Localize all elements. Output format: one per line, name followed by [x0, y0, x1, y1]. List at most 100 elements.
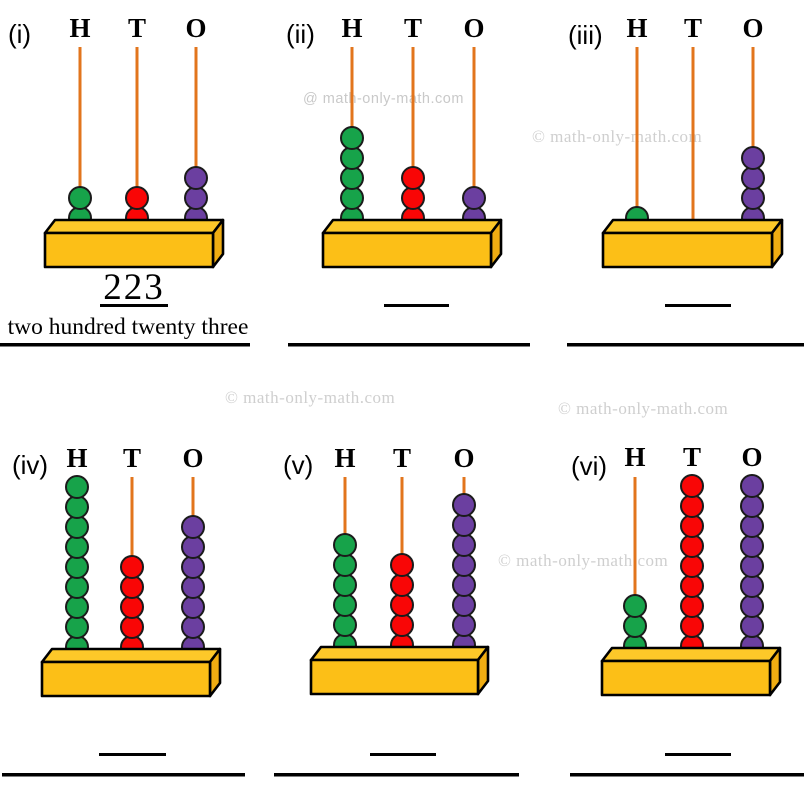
tens-bead — [125, 186, 149, 210]
abacus-i-frame — [43, 47, 225, 269]
hundreds-bead — [65, 495, 89, 519]
base-front-face — [600, 659, 772, 697]
watermark: © math-only-math.com — [558, 399, 728, 418]
hundreds-bead — [65, 555, 89, 579]
hundreds-bead — [340, 146, 364, 170]
ones-bead — [452, 493, 476, 517]
tens-column-label: T — [683, 442, 701, 472]
ones-bead — [452, 533, 476, 557]
answer-number: 223 — [103, 267, 165, 308]
tens-bead — [680, 474, 704, 498]
ones-column-label: O — [182, 443, 203, 473]
answer-number-line — [100, 304, 168, 307]
base-front-face — [309, 658, 480, 696]
ones-bead — [184, 166, 208, 190]
ones-column-label: O — [185, 13, 206, 43]
tens-bead — [120, 595, 144, 619]
tens-bead — [390, 573, 414, 597]
base-top-face — [600, 646, 782, 663]
tens-bead — [401, 186, 425, 210]
abacus-vi: (vi) H T O — [570, 442, 804, 777]
hundreds-bead — [623, 594, 647, 618]
base-top-face — [40, 647, 222, 664]
watermark: @ math-only-math.com — [303, 91, 464, 107]
abacus-v-frame — [309, 477, 490, 696]
ones-bead — [741, 146, 765, 170]
ones-bead — [740, 474, 764, 498]
ones-bead — [184, 186, 208, 210]
hundreds-bead — [623, 614, 647, 638]
hundreds-bead — [340, 126, 364, 150]
watermark: © math-only-math.com — [498, 551, 668, 570]
hundreds-bead — [65, 535, 89, 559]
tens-bead — [120, 555, 144, 579]
ones-bead — [740, 494, 764, 518]
answer-words-line — [288, 343, 530, 347]
answer-number-line — [665, 304, 731, 307]
ones-bead — [452, 593, 476, 617]
watermark: © math-only-math.com — [225, 388, 395, 407]
ones-bead — [741, 186, 765, 210]
tens-bead — [401, 166, 425, 190]
ones-bead — [452, 513, 476, 537]
hundreds-bead — [65, 595, 89, 619]
base-top-face — [309, 645, 490, 662]
ones-bead — [740, 554, 764, 578]
ones-bead — [452, 573, 476, 597]
base-front-face — [601, 231, 774, 269]
hundreds-bead — [333, 553, 357, 577]
tens-bead — [680, 574, 704, 598]
ones-bead — [740, 514, 764, 538]
ones-bead — [181, 595, 205, 619]
tens-bead — [680, 614, 704, 638]
answer-number-line — [99, 753, 166, 756]
ones-column-label: O — [742, 13, 763, 43]
abacus-iii: (iii) H T O — [567, 13, 804, 347]
base-front-face — [43, 231, 215, 269]
tens-bead — [680, 514, 704, 538]
abacus-vi-frame — [600, 474, 782, 697]
hundreds-bead — [333, 593, 357, 617]
tens-column-label: T — [404, 13, 422, 43]
hundreds-bead — [65, 575, 89, 599]
base-front-face — [40, 660, 212, 698]
hundreds-column-label: H — [334, 443, 355, 473]
ones-bead — [181, 615, 205, 639]
hundreds-bead — [68, 186, 92, 210]
abacus-iii-frame — [601, 47, 784, 269]
answer-number-line — [384, 304, 449, 307]
tens-bead — [120, 615, 144, 639]
hundreds-bead — [333, 573, 357, 597]
base-top-face — [321, 218, 503, 235]
ones-bead — [740, 594, 764, 618]
answer-words-line — [2, 773, 245, 777]
ones-bead — [740, 614, 764, 638]
answer-number-line — [665, 753, 731, 756]
watermark: © math-only-math.com — [532, 127, 702, 146]
hundreds-column-label: H — [341, 13, 362, 43]
tens-bead — [680, 554, 704, 578]
tens-column-label: T — [128, 13, 146, 43]
tens-bead — [680, 494, 704, 518]
ones-column-label: O — [741, 442, 762, 472]
abacus-ii: (ii) H T O — [286, 13, 530, 347]
abacus-iii-index-label: (iii) — [568, 20, 603, 50]
tens-column-label: T — [684, 13, 702, 43]
base-front-face — [321, 231, 493, 269]
tens-bead — [680, 594, 704, 618]
hundreds-column-label: H — [66, 443, 87, 473]
ones-bead — [181, 575, 205, 599]
ones-bead — [741, 166, 765, 190]
tens-bead — [680, 534, 704, 558]
tens-bead — [390, 593, 414, 617]
ones-bead — [181, 515, 205, 539]
base-top-face — [601, 218, 784, 235]
abacus-i: (i) H T O 223 two hundred twenty three — [0, 13, 250, 347]
ones-bead — [452, 613, 476, 637]
tens-bead — [120, 575, 144, 599]
abacus-vi-index-label: (vi) — [571, 451, 607, 481]
hundreds-bead — [333, 533, 357, 557]
hundreds-bead — [65, 515, 89, 539]
hundreds-bead — [340, 166, 364, 190]
